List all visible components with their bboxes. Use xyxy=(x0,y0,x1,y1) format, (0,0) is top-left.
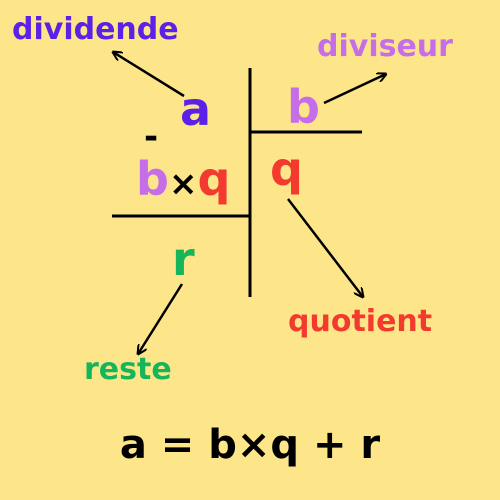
product-b-times-q: b×q xyxy=(136,156,230,202)
arrow-reste xyxy=(138,283,184,354)
arrow-quotient xyxy=(287,198,363,297)
symbol-r: r xyxy=(172,232,195,286)
arrow-dividende xyxy=(113,52,185,98)
product-b: b xyxy=(136,152,169,206)
label-quotient: quotient xyxy=(288,304,433,339)
times-sign: × xyxy=(168,164,198,204)
symbol-a: a xyxy=(180,82,212,136)
minus-sign: - xyxy=(144,117,159,157)
label-reste: reste xyxy=(84,352,172,387)
symbol-b: b xyxy=(287,80,320,134)
arrow-diviseur xyxy=(323,74,386,105)
symbol-q: q xyxy=(270,142,303,196)
label-diviseur: diviseur xyxy=(317,29,453,64)
label-dividende: dividende xyxy=(12,12,179,47)
product-q: q xyxy=(197,152,231,206)
formula: a = b×q + r xyxy=(119,422,381,468)
